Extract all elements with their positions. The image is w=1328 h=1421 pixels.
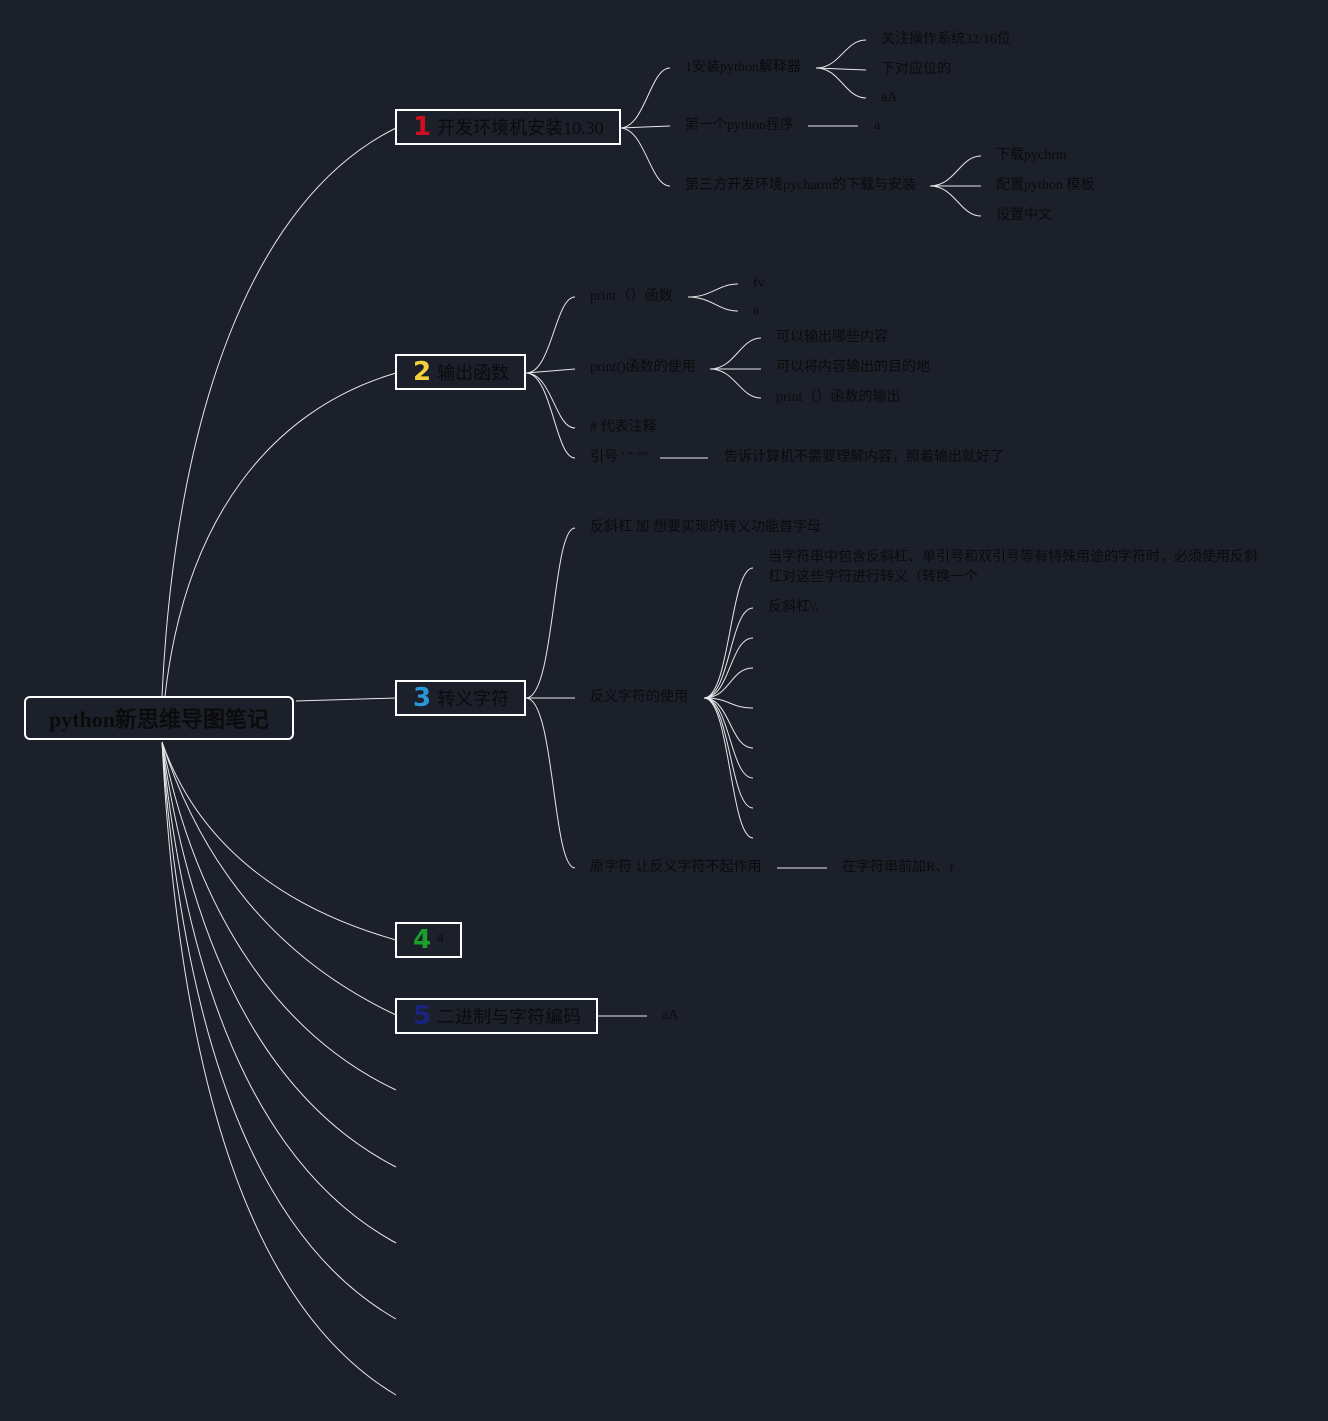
topic-download-matching[interactable]: 下对应位的 bbox=[881, 62, 951, 77]
branch-label: 转义字符 bbox=[437, 689, 510, 709]
branch-number: 1 bbox=[413, 112, 432, 142]
topic-print-usage[interactable]: print()函数的使用 bbox=[590, 360, 696, 375]
topic-comment[interactable]: # 代表注释 bbox=[590, 420, 657, 435]
branch-3[interactable]: 3 转义字符 bbox=[395, 680, 526, 716]
topic-install-interpreter[interactable]: 1安装python解释器 bbox=[685, 60, 801, 75]
topic-raw-prefix[interactable]: 在字符串前加R、r bbox=[842, 860, 954, 875]
topic-aA[interactable]: aA bbox=[881, 90, 898, 105]
branch-1[interactable]: 1 开发环境机安装10.30 bbox=[395, 109, 621, 145]
branch-4[interactable]: 4 a bbox=[395, 922, 462, 958]
topic-output-destination[interactable]: 可以将内容输出的目的地 bbox=[776, 360, 930, 375]
topic-quotes-explain[interactable]: 告诉计算机不需要理解内容，照着输出就好了 bbox=[724, 450, 1004, 465]
topic-a[interactable]: a bbox=[753, 303, 760, 318]
topic-backslash-escape[interactable]: 反斜杠 加 想要实现的转义功能首字母 bbox=[590, 520, 821, 535]
topic-pycharm-install[interactable]: 第三方开发环境pycharm的下载与安装 bbox=[685, 178, 916, 193]
topic-fv[interactable]: fv bbox=[753, 276, 765, 291]
branch-number: 5 bbox=[413, 1001, 432, 1031]
branch-label: 二进制与字符编码 bbox=[437, 1007, 582, 1027]
topic-a[interactable]: a bbox=[874, 118, 881, 133]
branch-number: 2 bbox=[413, 357, 432, 387]
topic-escape-explain[interactable]: 当字符串中包含反斜杠、单引号和双引号等有特殊用途的字符时，必须使用反斜杠对这些字… bbox=[768, 550, 1258, 585]
topic-aA[interactable]: aA bbox=[662, 1008, 679, 1023]
topic-backslash[interactable]: 反斜杠\\ bbox=[768, 600, 818, 615]
topic-escape-usage[interactable]: 反义字符的使用 bbox=[590, 690, 688, 705]
branch-label: 输出函数 bbox=[437, 363, 510, 383]
branch-2[interactable]: 2 输出函数 bbox=[395, 354, 526, 390]
branch-label: 开发环境机安装10.30 bbox=[437, 118, 604, 138]
topic-quotes[interactable]: 引号 ' " "" bbox=[590, 450, 649, 465]
topic-output-content[interactable]: 可以输出哪些内容 bbox=[776, 330, 888, 345]
branch-number: 4 bbox=[413, 925, 432, 955]
topic-print-output[interactable]: print（）函数的输出 bbox=[776, 390, 901, 405]
branch-number: 3 bbox=[413, 683, 432, 713]
topic-os-bits[interactable]: 关注操作系统32/16位 bbox=[881, 32, 1011, 47]
topic-print-function[interactable]: print（）函数 bbox=[590, 289, 673, 304]
branch-label: a bbox=[437, 930, 444, 945]
root-topic[interactable]: python新思维导图笔记 bbox=[24, 696, 294, 740]
topic-config-template[interactable]: 配置python 模板 bbox=[996, 178, 1095, 193]
branch-5[interactable]: 5 二进制与字符编码 bbox=[395, 998, 598, 1034]
topic-download-pycharm[interactable]: 下载pychrm bbox=[996, 148, 1067, 163]
topic-set-chinese[interactable]: 设置中文 bbox=[996, 208, 1052, 223]
topic-raw-string[interactable]: 原字符 让反义字符不起作用 bbox=[590, 860, 762, 875]
topic-first-program[interactable]: 第一个python程序 bbox=[685, 118, 794, 133]
